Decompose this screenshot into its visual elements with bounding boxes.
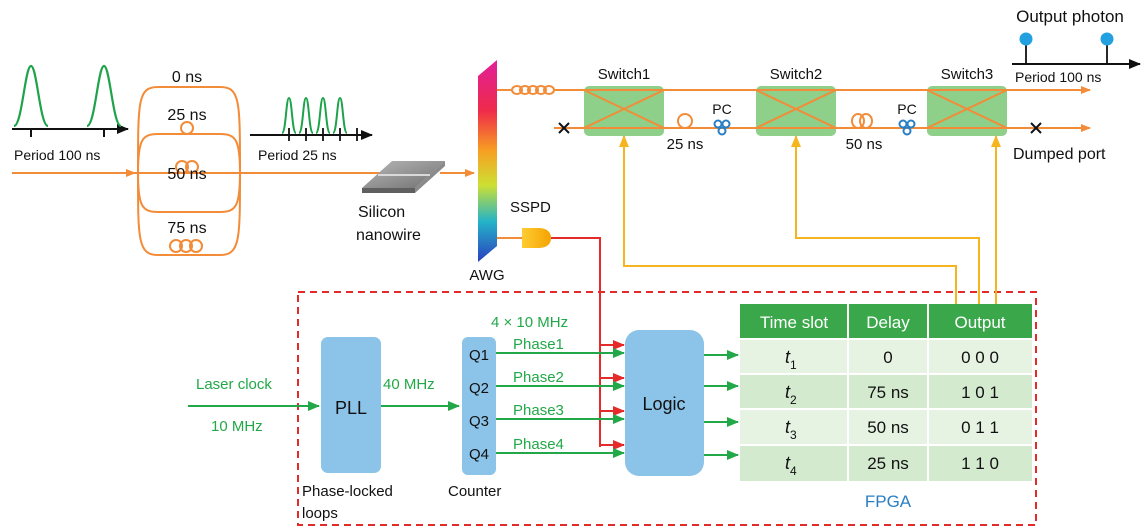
output-photon-train <box>1012 32 1141 69</box>
input-pulse <box>12 64 50 128</box>
table-row-4-output: 1 1 0 <box>961 454 999 473</box>
output-period-label: Period 100 ns <box>1015 69 1101 85</box>
output-photon-title: Output photon <box>1016 7 1124 26</box>
delay-25-label: 25 ns <box>167 107 206 124</box>
table-row-4-delay: 25 ns <box>867 454 909 473</box>
table-row-1-slot: t1 <box>785 347 797 372</box>
polarization-controller-icon <box>713 119 731 136</box>
phase-3-label: Phase3 <box>513 402 564 419</box>
table-row-4-slot: t4 <box>785 453 797 478</box>
fpga-boundary <box>297 291 1037 526</box>
pll-label: PLL <box>335 398 367 418</box>
counter-rate-label: 4 × 10 MHz <box>491 314 568 331</box>
table-row-3-delay: 50 ns <box>867 418 909 437</box>
switch-delay-loops <box>677 113 873 129</box>
switch-2 <box>755 86 837 136</box>
logic-block <box>625 330 704 476</box>
sspd-signal-lines <box>551 237 625 450</box>
dumped-port-label: Dumped port <box>1013 146 1106 163</box>
awg-label: AWG <box>469 267 504 284</box>
output-photon-dot <box>1100 32 1114 46</box>
mux-period-label: Period 25 ns <box>258 147 337 163</box>
mux-pulse <box>298 96 314 134</box>
inter-delay-1: 25 ns <box>667 136 704 153</box>
table-row-2-slot: t2 <box>785 382 797 407</box>
input-period-label: Period 100 ns <box>14 147 100 163</box>
switch-3-label: Switch3 <box>941 66 994 83</box>
laser-clock-rate: 10 MHz <box>211 418 263 435</box>
awg-device <box>478 60 497 262</box>
phase-4-label: Phase4 <box>513 436 564 453</box>
nanowire-label-1: Silicon <box>358 204 405 221</box>
delay-50-label: 50 ns <box>167 166 206 183</box>
logic-output-lines <box>704 350 739 460</box>
pll-caption-2: loops <box>302 505 338 522</box>
inter-delay-2: 50 ns <box>846 136 883 153</box>
output-photon-dot <box>1019 32 1033 46</box>
switch-2-label: Switch2 <box>770 66 823 83</box>
switch-1-label: Switch1 <box>598 66 651 83</box>
routing-table: Time slot Delay Output t1 0 0 0 0 t2 75 … <box>740 304 1032 481</box>
counter-q3: Q3 <box>469 413 489 430</box>
phase-lines <box>496 348 625 458</box>
dump-cross-left <box>558 122 570 134</box>
dump-cross-right <box>1030 122 1042 134</box>
table-row-1-delay: 0 <box>883 348 892 367</box>
table-row-2-output: 1 0 1 <box>961 383 999 402</box>
mux-pulse <box>332 96 348 134</box>
table-row-3-output: 0 1 1 <box>961 418 999 437</box>
counter-q4: Q4 <box>469 446 489 463</box>
counter-q2: Q2 <box>469 380 489 397</box>
laser-clock-label: Laser clock <box>196 376 272 393</box>
delay-0-label: 0 ns <box>172 69 202 86</box>
mux-pulse <box>315 96 331 134</box>
counter-q1: Q1 <box>469 347 489 364</box>
pll-caption-1: Phase-locked <box>302 483 393 500</box>
sspd-label: SSPD <box>510 199 551 216</box>
table-header-delay: Delay <box>866 313 910 332</box>
fpga-label: FPGA <box>865 492 912 511</box>
delay-75-label: 75 ns <box>167 220 206 237</box>
logic-label: Logic <box>642 394 685 414</box>
nanowire-label-2: nanowire <box>356 227 421 244</box>
switch-control-lines <box>619 135 1001 304</box>
counter-caption: Counter <box>448 483 501 500</box>
table-header-slot: Time slot <box>760 313 829 332</box>
switch-3 <box>926 86 1008 136</box>
pc-label-1: PC <box>712 101 731 117</box>
table-row-3-slot: t3 <box>785 417 797 442</box>
table-row-2-delay: 75 ns <box>867 383 909 402</box>
delay-network <box>134 86 244 256</box>
table-row-1-output: 0 0 0 <box>961 348 999 367</box>
input-pulse-train: Period 100 ns <box>12 64 129 163</box>
mux-pulse <box>281 96 297 134</box>
awg-output-coil <box>497 85 555 95</box>
phase-2-label: Phase2 <box>513 369 564 386</box>
table-header-output: Output <box>954 313 1005 332</box>
counter-block <box>462 337 496 475</box>
input-pulse <box>85 64 123 128</box>
pll-block <box>321 337 381 473</box>
polarization-controller-icon <box>898 119 916 136</box>
multiplexed-pulse-train: Period 25 ns <box>250 96 373 163</box>
switch-1 <box>583 86 665 136</box>
silicon-nanowire <box>362 161 445 193</box>
sspd-detector <box>522 228 551 248</box>
pll-out-label: 40 MHz <box>383 376 435 393</box>
phase-1-label: Phase1 <box>513 336 564 353</box>
pc-label-2: PC <box>897 101 916 117</box>
